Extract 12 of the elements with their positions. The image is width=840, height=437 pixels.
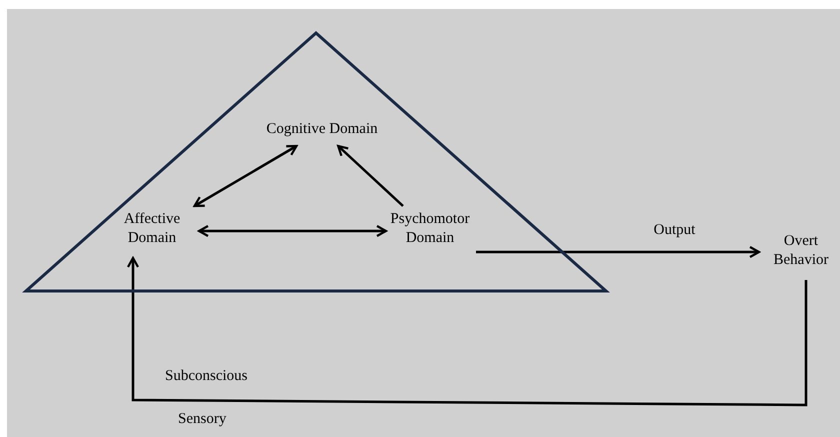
- note-label: Sensory: [178, 410, 226, 429]
- node-label: Overt Behavior: [772, 232, 830, 270]
- node-label: Cognitive Domain: [265, 120, 379, 139]
- edge-label: Output: [654, 221, 696, 240]
- node-label: Psychomotor Domain: [389, 210, 471, 248]
- arrow: [337, 144, 404, 207]
- node-label: Affective Domain: [122, 210, 182, 248]
- arrow: [193, 144, 298, 208]
- arrow: [476, 246, 760, 258]
- arrow: [126, 256, 808, 406]
- note-label: Subconscious: [165, 367, 248, 386]
- arrow: [198, 224, 388, 238]
